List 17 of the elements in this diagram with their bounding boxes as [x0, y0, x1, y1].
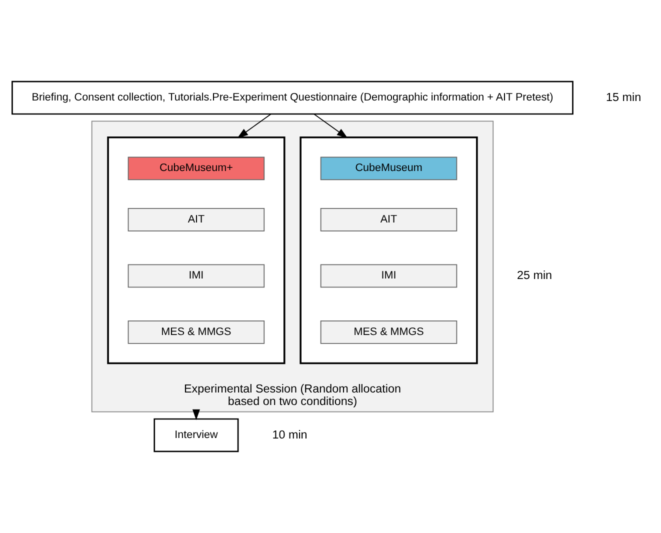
- node-box: Interview: [154, 418, 239, 452]
- node-box: CubeMuseum: [320, 156, 458, 180]
- node-box: MES & MMGS: [320, 320, 458, 344]
- node-label: 10 min: [272, 428, 308, 442]
- node-box: MES & MMGS: [128, 320, 265, 344]
- node-box: AIT: [320, 208, 458, 232]
- arrow: [314, 114, 348, 138]
- node-box: CubeMuseum+: [128, 156, 265, 180]
- node-box: Briefing, Consent collection, Tutorials.Pre-Experiment Questionnaire (Demographic information + AIT Pretest): [12, 80, 574, 115]
- cluster: [107, 136, 286, 364]
- node-label: 25 min: [516, 269, 552, 282]
- cluster: [300, 136, 478, 364]
- node-box: IMI: [128, 264, 265, 288]
- node-box: AIT: [128, 208, 265, 232]
- node-label: 15 min: [606, 90, 642, 104]
- arrow: [237, 114, 272, 138]
- node-box: IMI: [320, 264, 458, 288]
